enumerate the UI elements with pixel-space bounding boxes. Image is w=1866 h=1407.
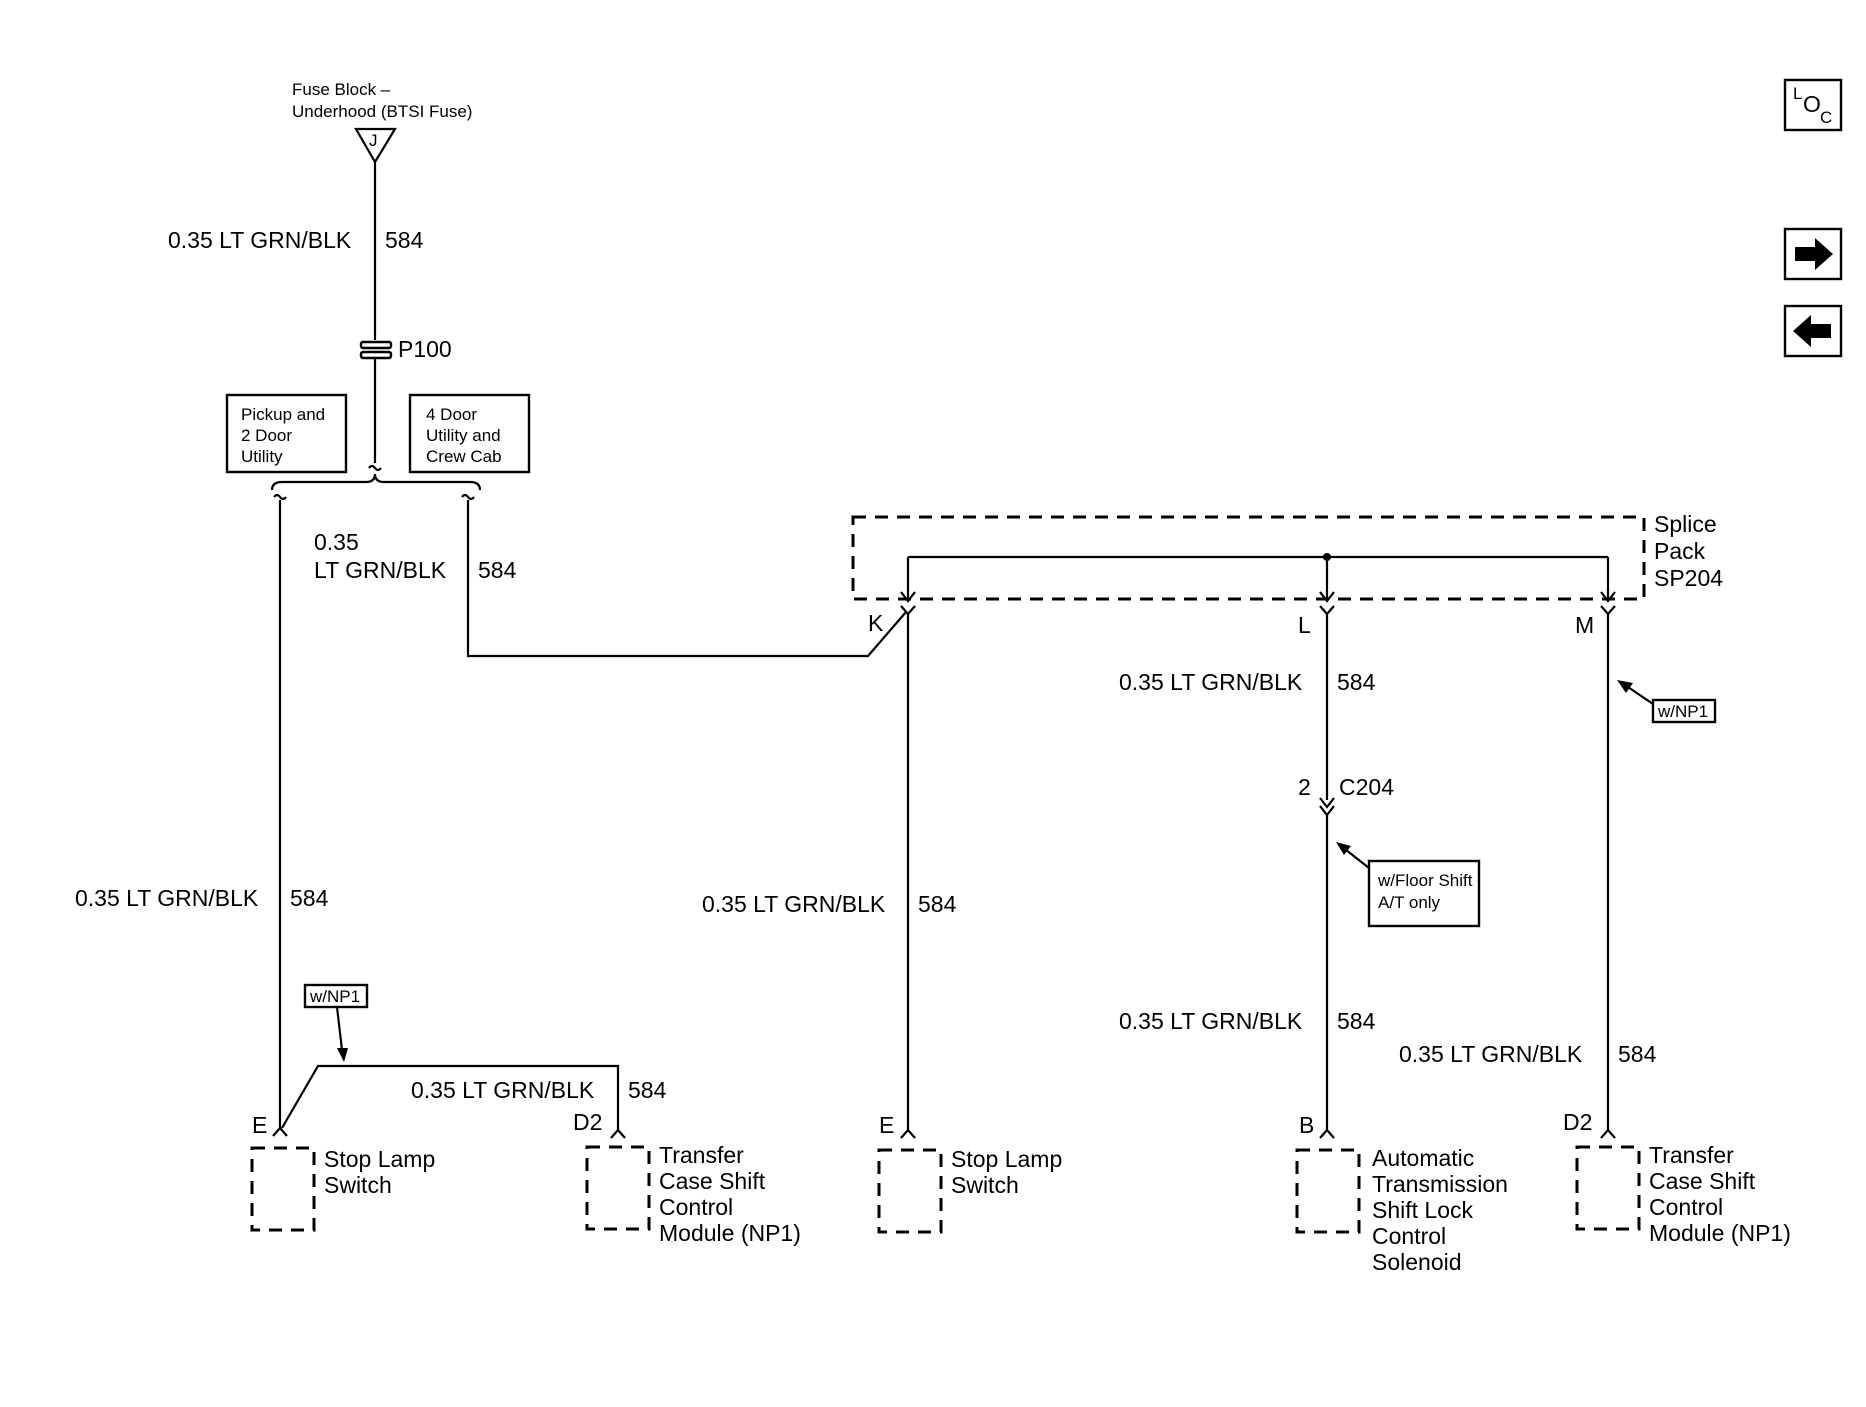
splice-pack-label-line2: Pack [1654, 538, 1706, 564]
stop-lamp-1-line1: Stop Lamp [324, 1146, 435, 1172]
note-np1-left-text: w/NP1 [309, 987, 360, 1006]
transfer-case-2-line4: Module (NP1) [1649, 1220, 1791, 1246]
wire-label-left: 0.35 LT GRN/BLK [75, 885, 259, 911]
note-floor-shift: w/Floor Shift A/T only [1336, 842, 1481, 928]
arrow-right-icon [1795, 238, 1833, 270]
option-pickup-line2: 2 Door [241, 426, 292, 445]
circuit-number-l: 584 [1337, 669, 1376, 695]
wire-label-right-line1: 0.35 [314, 529, 359, 555]
option-brace [270, 473, 482, 491]
back-button[interactable] [1783, 304, 1843, 358]
transfer-case-1-line2: Case Shift [659, 1168, 766, 1194]
note-floor-shift-line1: w/Floor Shift [1377, 871, 1473, 890]
wire-label-l: 0.35 LT GRN/BLK [1119, 669, 1303, 695]
fuse-terminal-label: J [369, 131, 378, 150]
note-np1-right-text: w/NP1 [1657, 702, 1708, 721]
transfer-case-2-pin: D2 [1563, 1109, 1592, 1135]
option-box-four-door: 4 Door Utility and Crew Cab [408, 393, 531, 474]
circuit-number-left: 584 [290, 885, 329, 911]
stop-lamp-2-line1: Stop Lamp [951, 1146, 1062, 1172]
connector-c204: 2 C204 [1298, 774, 1394, 817]
stop-lamp-1-pin: E [252, 1112, 267, 1138]
c204-pin: 2 [1298, 774, 1311, 800]
break-mark-right [461, 493, 475, 501]
circuit-number-m: 584 [1618, 1041, 1657, 1067]
shift-lock-pin: B [1299, 1112, 1314, 1138]
circuit-number-c204: 584 [1337, 1008, 1376, 1034]
circuit-number-np1-left: 584 [628, 1077, 667, 1103]
stop-lamp-2-pin: E [879, 1112, 894, 1138]
transfer-case-1-line3: Control [659, 1194, 733, 1220]
option-four-door-line2: Utility and [426, 426, 501, 445]
note-np1-right: w/NP1 [1617, 680, 1717, 724]
splice-pack-sp204: Splice Pack SP204 [851, 511, 1723, 603]
option-pickup-line1: Pickup and [241, 405, 325, 424]
break-mark-main [368, 464, 382, 472]
splice-pin-m: M [1575, 612, 1594, 638]
wire-label-fuse: 0.35 LT GRN/BLK [168, 227, 352, 253]
transfer-case-1-line1: Transfer [659, 1142, 744, 1168]
note-np1-right-arrow-icon [1617, 680, 1633, 693]
location-button[interactable]: L O C [1783, 78, 1843, 132]
splice-pack-label-line3: SP204 [1654, 565, 1723, 591]
transfer-case-2-line1: Transfer [1649, 1142, 1734, 1168]
stop-lamp-2-line2: Switch [951, 1172, 1019, 1198]
shift-lock-line4: Control [1372, 1223, 1446, 1249]
wire-label-m: 0.35 LT GRN/BLK [1399, 1041, 1583, 1067]
component-shift-lock-solenoid: B Automatic Transmission Shift Lock Cont… [1295, 1112, 1508, 1275]
option-box-pickup: Pickup and 2 Door Utility [225, 393, 348, 474]
splice-pin-m-connector [1600, 605, 1616, 616]
splice-pin-k-connector [900, 605, 916, 616]
fuse-block-name-line2: Underhood (BTSI Fuse) [292, 102, 472, 121]
transfer-case-2-line3: Control [1649, 1194, 1723, 1220]
shift-lock-line2: Transmission [1372, 1171, 1508, 1197]
wire-label-c204: 0.35 LT GRN/BLK [1119, 1008, 1303, 1034]
transfer-case-2-line2: Case Shift [1649, 1168, 1756, 1194]
splice-pin-k: K [868, 610, 884, 636]
fuse-terminal-triangle-icon [354, 127, 397, 165]
p100-connector: P100 [359, 336, 452, 362]
shift-lock-line1: Automatic [1372, 1145, 1474, 1171]
forward-button[interactable] [1783, 227, 1843, 281]
transfer-case-1-line4: Module (NP1) [659, 1220, 801, 1246]
splice-pin-l-connector [1319, 605, 1335, 616]
fuse-block-source: Fuse Block – Underhood (BTSI Fuse) J [292, 80, 472, 165]
wire-np1-branch-left [281, 1064, 620, 1130]
circuit-number-right: 584 [478, 557, 517, 583]
note-np1-left-arrow-icon [337, 1048, 348, 1062]
note-floor-shift-arrow-icon [1336, 842, 1351, 855]
loc-letter-l: L [1793, 84, 1802, 103]
shift-lock-line3: Shift Lock [1372, 1197, 1473, 1223]
note-np1-left: w/NP1 [303, 983, 369, 1062]
circuit-number-k: 584 [918, 891, 957, 917]
fuse-block-name-line1: Fuse Block – [292, 80, 391, 99]
component-transfer-case-2: D2 Transfer Case Shift Control Module (N… [1563, 1109, 1791, 1246]
splice-pack-label-line1: Splice [1654, 511, 1717, 537]
option-four-door-line1: 4 Door [426, 405, 477, 424]
wire-label-right-line2: LT GRN/BLK [314, 557, 447, 583]
component-stop-lamp-switch-1: E Stop Lamp Switch [250, 1112, 435, 1232]
arrow-left-icon [1793, 315, 1831, 347]
wire-right-branch-to-k [466, 500, 907, 658]
loc-letter-c: C [1820, 108, 1832, 127]
note-floor-shift-line2: A/T only [1378, 893, 1441, 912]
component-transfer-case-1: D2 Transfer Case Shift Control Module (N… [573, 1109, 801, 1246]
shift-lock-line5: Solenoid [1372, 1249, 1462, 1275]
c204-name: C204 [1339, 774, 1394, 800]
p100-label: P100 [398, 336, 452, 362]
break-mark-left [273, 493, 287, 501]
wire-label-k: 0.35 LT GRN/BLK [702, 891, 886, 917]
wire-label-np1-left: 0.35 LT GRN/BLK [411, 1077, 595, 1103]
component-stop-lamp-switch-2: E Stop Lamp Switch [877, 1112, 1062, 1234]
circuit-number-fuse: 584 [385, 227, 424, 253]
loc-letter-o: O [1803, 91, 1821, 117]
option-four-door-line3: Crew Cab [426, 447, 502, 466]
transfer-case-1-pin: D2 [573, 1109, 602, 1135]
option-pickup-line3: Utility [241, 447, 283, 466]
splice-pin-l: L [1298, 612, 1311, 638]
stop-lamp-1-line2: Switch [324, 1172, 392, 1198]
